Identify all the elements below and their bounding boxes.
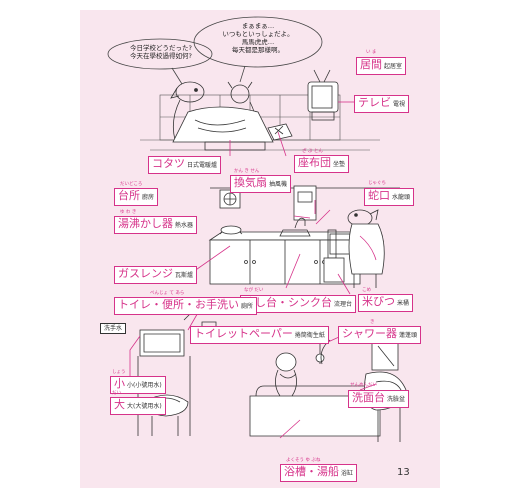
furigana-senmendai: せんめんだい — [350, 383, 377, 388]
label-shower: シャワー器蓮蓬頭 — [338, 326, 422, 344]
label-jaguchi-jp: 蛇口 — [368, 189, 390, 202]
kitchen-counter — [208, 217, 374, 285]
furigana-daidokoro: だいどころ — [120, 182, 143, 187]
furigana-zabuton: ざ ぶ とん — [302, 149, 323, 154]
label-komebitsu: 米びつ米桶 — [358, 294, 414, 312]
label-toiletpaper-jp: トイレットペーパー — [194, 327, 293, 340]
flush-small-zh: 小(小號用水) — [127, 382, 162, 389]
speech-bubbles — [107, 16, 323, 85]
label-gasurenji: ガスレンジ瓦斯爐 — [114, 266, 198, 284]
label-terebi: テレビ電視 — [354, 95, 410, 113]
label-jaguchi-zh: 水龍頭 — [392, 194, 411, 201]
label-yokusou-zh: 浴缸 — [341, 470, 354, 477]
mother-speech-jp-2: いつもといっしょだよ。 — [222, 30, 294, 38]
label-komebitsu-jp: 米びつ — [362, 295, 395, 308]
mother-speech-jp-1: まぁまぁ… — [241, 22, 275, 30]
label-daidokoro-jp: 台所 — [118, 189, 140, 202]
flush-title: 洗手水 — [100, 323, 127, 334]
label-nagashi: 流し台・シンク台流理台 — [240, 295, 357, 313]
label-senmendai: 洗面台洗臉盆 — [348, 390, 410, 408]
label-kotatsu-jp: コタツ — [152, 157, 185, 170]
label-yuwakashiki-jp: 湯沸かし器 — [118, 217, 173, 230]
furigana-shower: き — [370, 320, 375, 325]
label-gasurenji-zh: 瓦斯爐 — [175, 272, 194, 279]
mother-speech: まぁまぁ… いつもといっしょだよ。 馬馬虎虎… 每天都是那樣啊。 — [202, 22, 314, 54]
label-ima-zh: 起居室 — [384, 63, 403, 70]
furigana-kankisen: かん き せん — [234, 169, 260, 174]
label-kotatsu: コタツ日式電暖爐 — [148, 156, 222, 174]
floor-cushion — [267, 123, 293, 141]
furigana-nagashi: なが だい — [244, 288, 264, 293]
label-kankisen-jp: 換気扇 — [234, 176, 267, 189]
flush-big-zh: 大(大號用水) — [127, 403, 162, 410]
label-shower-zh: 蓮蓬頭 — [399, 332, 418, 339]
label-ima-jp: 居間 — [360, 58, 382, 71]
furigana-big: だい — [112, 391, 121, 396]
flush-big-jp: 大 — [114, 398, 125, 411]
mother-speech-zh-2: 每天都是那樣啊。 — [232, 46, 284, 54]
label-kankisen-zh: 抽風機 — [269, 181, 288, 188]
label-zabuton: 座布団坐墊 — [294, 155, 350, 173]
label-kotatsu-zh: 日式電暖爐 — [187, 162, 218, 169]
label-terebi-jp: テレビ — [358, 96, 391, 109]
label-toire-jp: トイレ・便所・お手洗い — [118, 298, 239, 311]
label-yokusou-jp: 浴槽・湯船 — [284, 465, 339, 478]
furigana-ima: い ま — [366, 50, 377, 55]
label-daidokoro: 台所廚房 — [114, 188, 159, 206]
label-flush-big: 大大(大號用水) — [110, 397, 166, 415]
label-toiletpaper: トイレットペーパー捲筒衛生紙 — [190, 326, 329, 344]
illustrated-vocabulary-page: 今日学校どうだった? 今天在學校過得如何? まぁまぁ… いつもといっしょだよ。 … — [80, 10, 440, 488]
child-speech-zh: 今天在學校過得如何? — [130, 52, 192, 60]
label-flush-small: 小小(小號用水) — [110, 376, 166, 394]
label-yuwakashiki: 湯沸かし器熱水器 — [114, 216, 198, 234]
label-terebi-zh: 電視 — [393, 101, 406, 108]
furigana-jaguchi: じゃぐち — [368, 181, 386, 186]
label-yokusou: 浴槽・湯船浴缸 — [280, 464, 358, 482]
label-toire-zh: 廁所 — [241, 303, 254, 310]
label-zabuton-jp: 座布団 — [298, 156, 331, 169]
cooking-dog — [347, 209, 385, 288]
bathroom — [249, 327, 407, 442]
house-illustration — [107, 16, 407, 442]
page-number: 13 — [397, 467, 410, 478]
label-shower-jp: シャワー器 — [342, 327, 397, 340]
label-gasurenji-jp: ガスレンジ — [118, 267, 173, 280]
label-yuwakashiki-zh: 熱水器 — [175, 222, 194, 229]
furigana-komebitsu: こめ — [362, 288, 371, 293]
label-komebitsu-zh: 米桶 — [397, 300, 410, 307]
television-set — [307, 69, 339, 121]
label-senmendai-jp: 洗面台 — [352, 391, 385, 404]
mother-speech-zh-1: 馬馬虎虎… — [241, 38, 275, 46]
label-ima: 居間起居室 — [356, 57, 407, 75]
flush-small-jp: 小 — [114, 377, 125, 390]
family-at-kotatsu — [170, 81, 274, 151]
label-jaguchi: 蛇口水龍頭 — [364, 188, 415, 206]
label-nagashi-jp: 流し台・シンク台 — [244, 296, 332, 309]
furigana-small: しょう — [112, 370, 126, 375]
child-speech: 今日学校どうだった? 今天在學校過得如何? — [116, 44, 206, 60]
child-speech-jp: 今日学校どうだった? — [130, 44, 192, 52]
label-senmendai-zh: 洗臉盆 — [387, 396, 406, 403]
label-zabuton-zh: 坐墊 — [333, 161, 346, 168]
furigana-yokusou: よくそう ゆ ぶね — [286, 458, 321, 463]
label-nagashi-zh: 流理台 — [334, 301, 353, 308]
label-daidokoro-zh: 廚房 — [142, 194, 155, 201]
label-toire: トイレ・便所・お手洗い廁所 — [114, 297, 258, 315]
furigana-yuwakashiki: ゆ わ き — [120, 210, 137, 215]
label-toiletpaper-zh: 捲筒衛生紙 — [294, 332, 325, 339]
furigana-toire: べんじょ て あら — [150, 291, 185, 296]
label-kankisen: 換気扇抽風機 — [230, 175, 292, 193]
